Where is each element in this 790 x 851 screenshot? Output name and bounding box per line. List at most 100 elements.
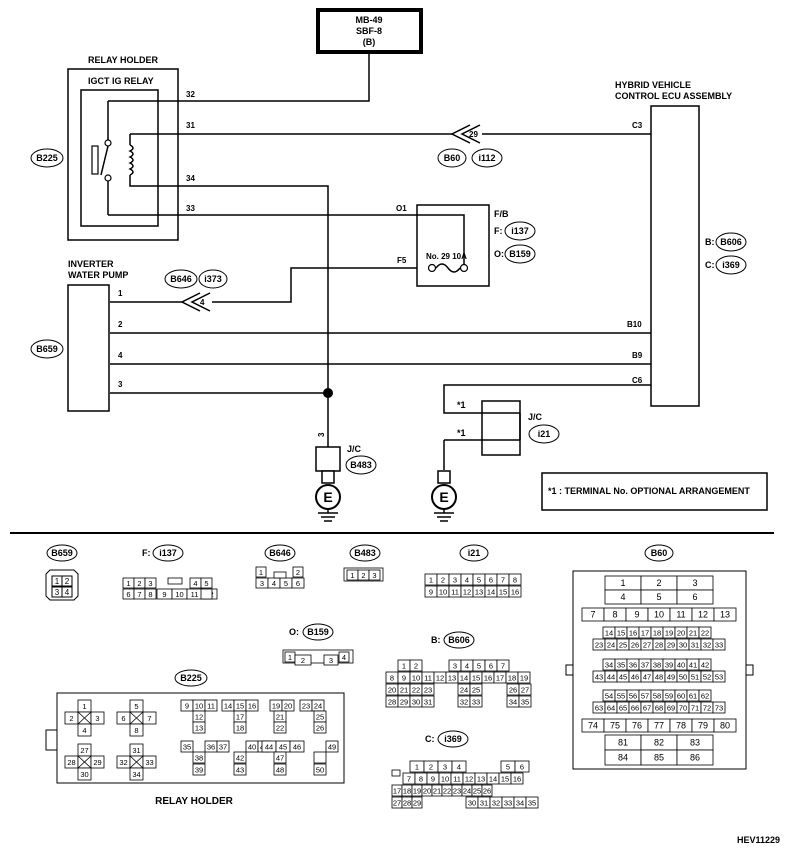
b606-pin: 34	[509, 698, 517, 707]
fb-title: F/B	[494, 209, 509, 219]
splice-point	[323, 388, 333, 398]
ecu-assembly: HYBRID VEHICLE CONTROL ECU ASSEMBLY C3 B…	[615, 80, 747, 407]
i137-pin: 11	[191, 590, 199, 599]
b60-pin: 8	[612, 610, 617, 620]
b483-cell	[368, 569, 381, 581]
inline-connector-4: 4 B646 i373	[164, 269, 228, 312]
conn-b606-prefix: B:	[431, 635, 441, 645]
b60-pin: 28	[655, 641, 663, 650]
conn-b60-code: B60	[651, 548, 668, 558]
i137-cell	[144, 577, 157, 589]
b60-pin: 18	[653, 629, 661, 638]
b60-pin: 46	[631, 673, 639, 682]
b159-pin: 2	[301, 656, 305, 665]
b60-pin: 21	[689, 629, 697, 638]
b60-pin: 83	[690, 738, 700, 748]
b225-pin: 31	[132, 746, 140, 755]
b60-pin: 65	[619, 704, 627, 713]
b225-cell	[90, 711, 105, 725]
b225-pin: 2	[69, 714, 73, 723]
b60-pin: 37	[641, 661, 649, 670]
b225-pin: 33	[145, 758, 153, 767]
mb49-box: MB-49 SBF-8 (B)	[316, 8, 423, 54]
b646-pin: 6	[296, 579, 300, 588]
conn-b159-code: B159	[307, 627, 329, 637]
b60-pin: 69	[667, 704, 675, 713]
fuse-box: F/B F: i137 O: B159 O1 F5 No. 29 10A	[396, 204, 536, 287]
b60-pin: 59	[665, 692, 673, 701]
b159-code: B159	[509, 249, 531, 259]
b646-cell	[291, 577, 305, 589]
b60-pin: 75	[610, 721, 620, 731]
b60-pin: 71	[691, 704, 699, 713]
i137-code: i137	[511, 226, 529, 236]
b60-pin: 52	[703, 673, 711, 682]
b60-pin: 29	[667, 641, 675, 650]
relay-title: IGCT IG RELAY	[88, 76, 154, 86]
inline-29-pin: 29	[469, 130, 478, 139]
i137-pin: 5	[204, 579, 208, 588]
b225-pin: 11	[207, 702, 215, 711]
b60-pin: 23	[595, 641, 603, 650]
b60-pin: 64	[607, 704, 615, 713]
b225-pin: 30	[80, 770, 88, 779]
b60-pin: 44	[607, 673, 615, 682]
b225-pin: 10	[195, 702, 203, 711]
b159-pin: 1	[288, 653, 292, 662]
b60-pin: 54	[605, 692, 613, 701]
b60-pin: 80	[720, 721, 730, 731]
b60-pin: 50	[679, 673, 687, 682]
b606-cell	[409, 659, 423, 672]
b606-pin: 4	[465, 662, 469, 671]
b159-cell	[323, 654, 339, 666]
b225-cross	[129, 755, 144, 769]
i137-pin: 1	[126, 579, 130, 588]
b606-cell	[421, 683, 435, 696]
b60-pin: 32	[703, 641, 711, 650]
relay-holder-title: RELAY HOLDER	[88, 55, 159, 65]
b606-pin: 20	[388, 686, 396, 695]
b60-pin: 17	[641, 629, 649, 638]
b225-pin: 20	[284, 702, 292, 711]
conn-b159-prefix: O:	[289, 627, 299, 637]
b159-pin: 3	[329, 656, 333, 665]
b606-pin: 22	[412, 686, 420, 695]
b606-pin: 23	[424, 686, 432, 695]
b60-pin: 47	[643, 673, 651, 682]
b606-pin: 12	[436, 674, 444, 683]
i369-key-cell	[391, 769, 401, 777]
b225-pin: 18	[236, 724, 244, 733]
b60-pin: 43	[595, 673, 603, 682]
ecu-b-label: B:	[705, 237, 715, 247]
ecu-c-label: C:	[705, 260, 715, 270]
i21-pin: 15	[499, 588, 507, 597]
b225-pin: 8	[134, 726, 138, 735]
b225-cross	[77, 711, 92, 725]
b225-pin: 40	[248, 743, 256, 752]
i137-cell	[200, 588, 213, 600]
b225-pin: 4	[82, 726, 86, 735]
relay-holder-caption: RELAY HOLDER	[155, 796, 234, 807]
i369-pin: 18	[403, 787, 411, 796]
b606-code: B606	[720, 237, 742, 247]
b60-pin: 82	[654, 738, 664, 748]
jc-left: 3 J/C B483 E	[315, 432, 377, 522]
b225-pin: 7	[147, 714, 151, 723]
b60-pin: 41	[689, 661, 697, 670]
i369-pin: 4	[457, 763, 461, 772]
ground-right-label: E	[439, 489, 448, 505]
b225-cell	[273, 721, 287, 734]
i369-cell	[451, 760, 467, 773]
i369-cell	[525, 796, 539, 809]
b606-pin: 17	[496, 674, 504, 683]
b225-pin: 49	[328, 743, 336, 752]
b225-cell	[281, 699, 295, 712]
b483-pin: 1	[350, 571, 354, 580]
b60-cell	[713, 718, 737, 733]
b646-pin: 1	[259, 568, 263, 577]
i21-pin: 8	[513, 576, 517, 585]
fuse-label: No. 29 10A	[426, 252, 467, 261]
b60-pin: 73	[715, 704, 723, 713]
b60-pin: 67	[643, 704, 651, 713]
b60-pin: 20	[677, 629, 685, 638]
